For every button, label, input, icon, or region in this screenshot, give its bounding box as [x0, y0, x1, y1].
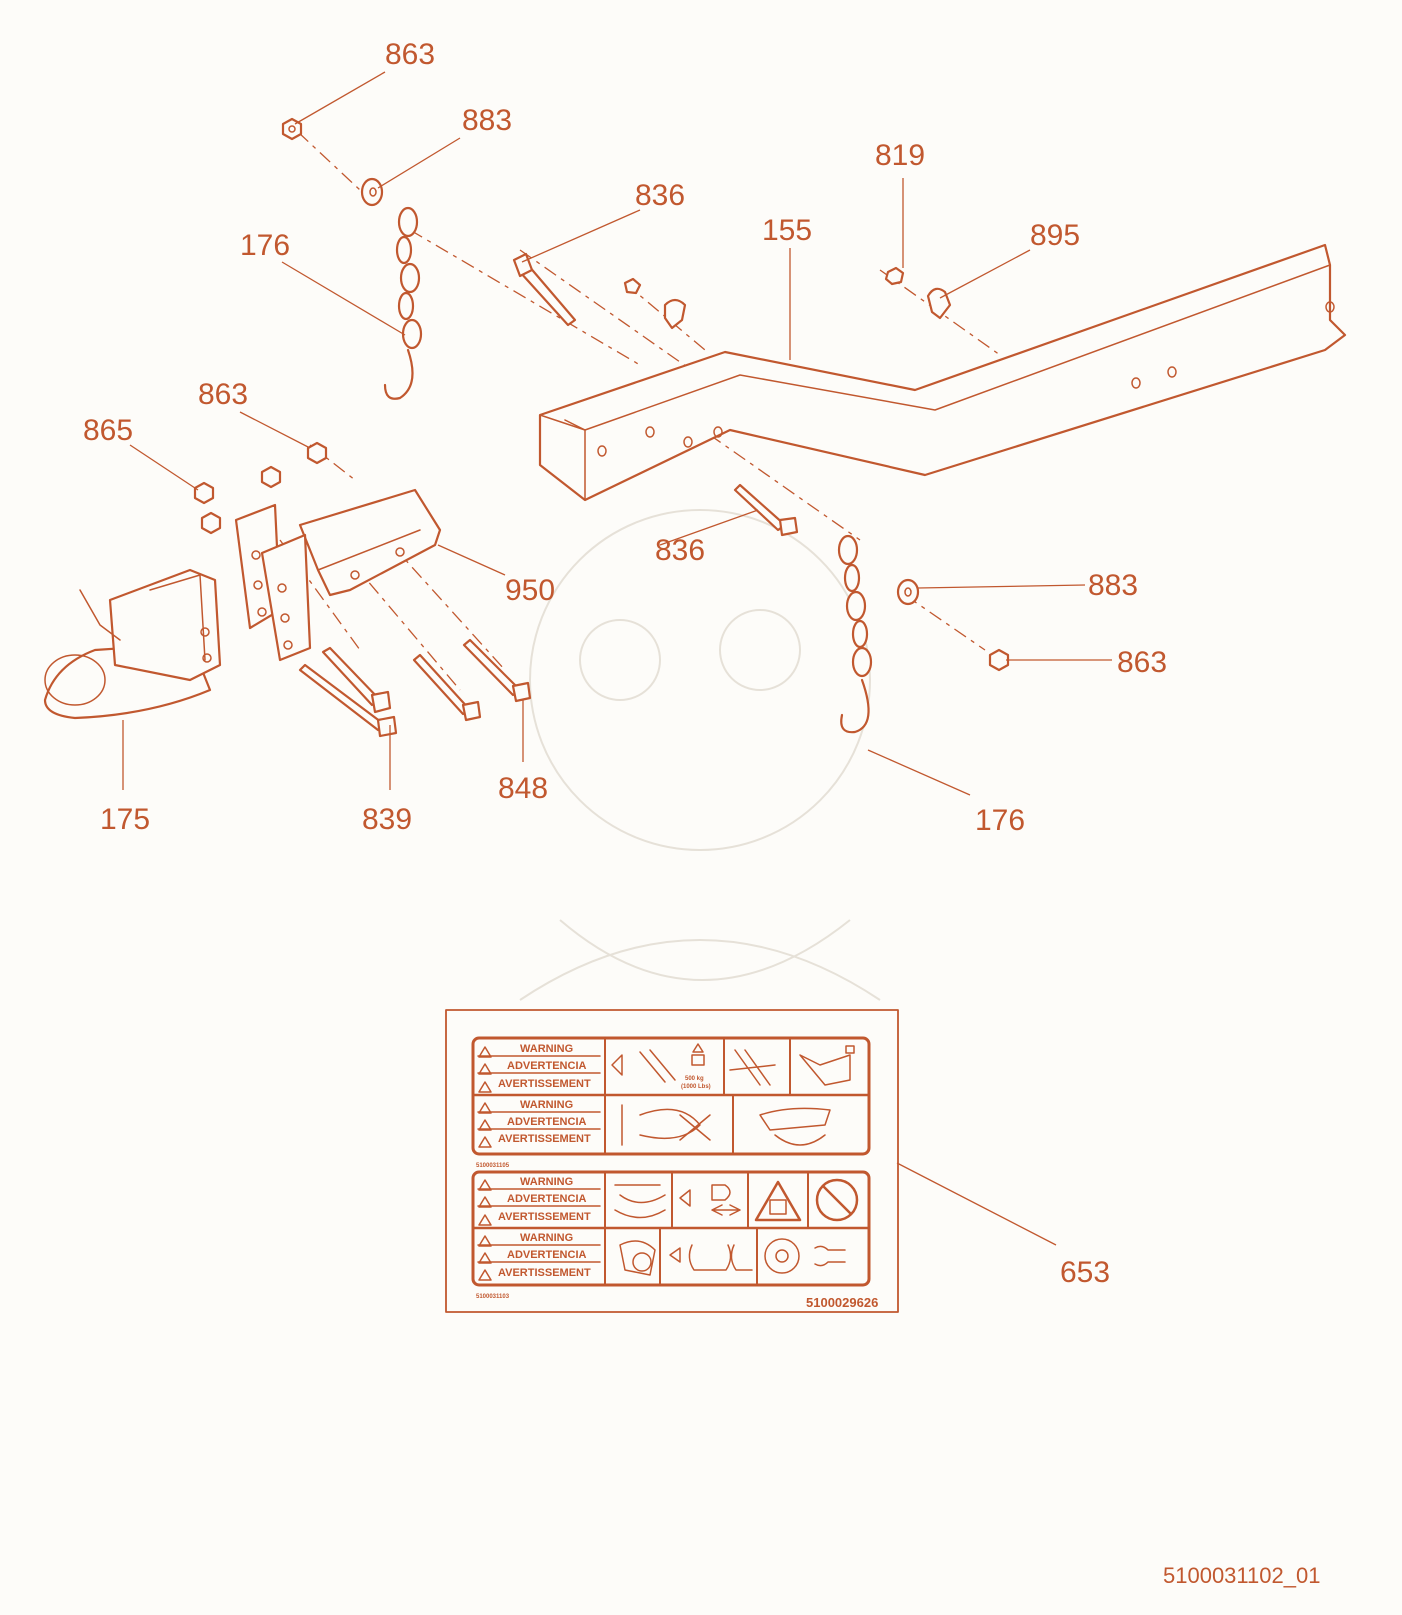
decal-weight-kg: 500 kg	[685, 1076, 704, 1082]
callout-863-right: 863	[1117, 646, 1167, 679]
decal-lower-advertencia-1: ADVERTENCIA	[507, 1193, 587, 1205]
hitch-bracket-950	[234, 488, 442, 662]
callout-176-right: 176	[975, 804, 1025, 837]
decal-lower-avertissement-2: AVERTISSEMENT	[498, 1267, 591, 1279]
document-number: 5100031102_01	[1163, 1563, 1320, 1588]
nut-863-mid	[306, 441, 328, 465]
callout-176-left: 176	[240, 229, 290, 262]
decal-lower-advertencia-2: ADVERTENCIA	[507, 1249, 587, 1261]
callout-836-upper: 836	[635, 179, 685, 212]
callout-175: 175	[100, 803, 150, 836]
decal-part-main: 5100029626	[806, 1295, 878, 1310]
callout-819: 819	[875, 139, 925, 172]
decal-upper-advertencia-2: ADVERTENCIA	[507, 1116, 587, 1128]
bolt-819	[884, 266, 905, 286]
safety-chain-176-left	[383, 206, 423, 400]
leader-lines	[122, 71, 1112, 1246]
callout-836-lower: 836	[655, 534, 705, 567]
callout-950: 950	[505, 574, 555, 607]
decal-lower-panel: WARNING ADVERTENCIA AVERTISSEMENT WARNIN…	[471, 1170, 871, 1300]
callout-865: 865	[83, 414, 133, 447]
decal-upper-warning-2: WARNING	[520, 1099, 573, 1111]
decal-upper-avertissement-2: AVERTISSEMENT	[498, 1133, 591, 1145]
callout-863-top: 863	[385, 38, 435, 71]
coupler-175	[43, 568, 222, 720]
decal-lower-avertissement-1: AVERTISSEMENT	[498, 1211, 591, 1223]
callout-895: 895	[1030, 219, 1080, 252]
bolt-848-group	[412, 638, 532, 722]
warning-decal-653: WARNING ADVERTENCIA AVERTISSEMENT WARNIN…	[445, 1009, 899, 1313]
washer-883-top	[360, 177, 384, 207]
decal-weight-lbs: (1000 Lbs)	[681, 1084, 711, 1090]
decal-upper-panel: WARNING ADVERTENCIA AVERTISSEMENT WARNIN…	[471, 1036, 871, 1169]
background-watermark	[519, 509, 881, 1001]
callout-839: 839	[362, 803, 412, 836]
callout-numbers: 863 883 836 155 819 895 176 863 865 950 …	[83, 38, 1167, 1289]
bolt-839-group	[298, 646, 398, 738]
washer-883-right	[896, 578, 920, 606]
bolt-836-lower	[733, 483, 799, 537]
callout-848: 848	[498, 772, 548, 805]
decal-upper-advertencia-1: ADVERTENCIA	[507, 1060, 587, 1072]
nut-863-top	[281, 117, 303, 141]
nut-865-group	[193, 465, 282, 535]
decal-upper-avertissement-1: AVERTISSEMENT	[498, 1078, 591, 1090]
callout-883-right: 883	[1088, 569, 1138, 602]
decal-part-upper: 5100031105	[476, 1163, 510, 1169]
clamp-895	[926, 287, 952, 320]
safety-chain-176-right	[837, 534, 873, 734]
decal-upper-warning-1: WARNING	[520, 1043, 573, 1055]
decal-lower-warning-2: WARNING	[520, 1232, 573, 1244]
callout-155: 155	[762, 214, 812, 247]
callout-883-top: 883	[462, 104, 512, 137]
clamp-upper	[623, 277, 687, 330]
decal-lower-warning-1: WARNING	[520, 1176, 573, 1188]
callout-653: 653	[1060, 1256, 1110, 1289]
tongue-tube-155	[538, 243, 1347, 502]
decal-part-lower: 5100031103	[476, 1294, 510, 1300]
callout-863-mid: 863	[198, 378, 248, 411]
bolt-836-upper	[512, 252, 577, 327]
nut-863-right	[988, 648, 1010, 672]
